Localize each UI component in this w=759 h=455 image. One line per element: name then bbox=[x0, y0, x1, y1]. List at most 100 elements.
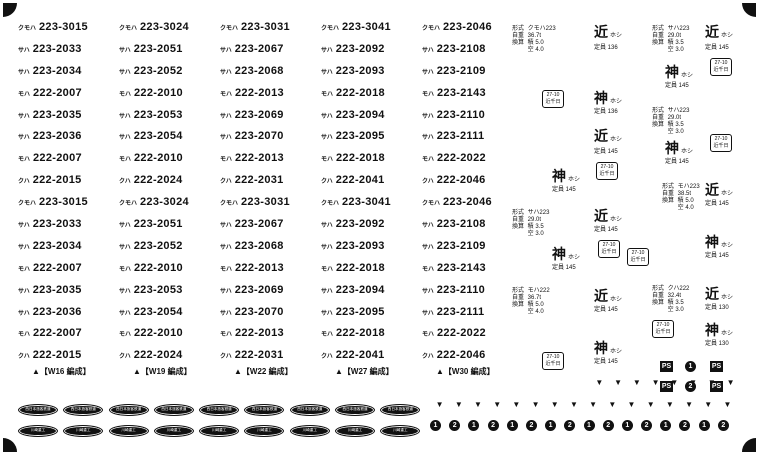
car-number-value: 222-2018 bbox=[336, 327, 385, 340]
car-type-prefix: サハ bbox=[321, 244, 333, 251]
ps-mark-group: PS 1 PS PS 2 PS bbox=[660, 356, 740, 396]
triangle-mark: ▼ bbox=[670, 378, 679, 387]
car-type-prefix: モハ bbox=[119, 266, 132, 273]
car-type-prefix: モハ bbox=[220, 157, 233, 164]
car-number-value: 223-2110 bbox=[436, 283, 486, 296]
car-type-prefix: モハ bbox=[321, 266, 334, 273]
car-position-number: 1 bbox=[545, 420, 557, 431]
car-number-value: 223-2069 bbox=[234, 108, 284, 121]
capacity-label: 定員 136 bbox=[594, 45, 618, 51]
car-type-prefix: サハ bbox=[422, 310, 434, 317]
car-number-value: 223-2052 bbox=[133, 239, 183, 252]
car-number-value: 223-3015 bbox=[39, 20, 88, 33]
ps-mark: PS bbox=[660, 380, 673, 392]
car-type-prefix: モハ bbox=[220, 332, 233, 339]
ps-row: PS 2 PS bbox=[660, 376, 740, 396]
car-number-value: 223-2095 bbox=[335, 130, 385, 143]
triangle-mark: ▼ bbox=[704, 400, 713, 409]
car-type-prefix: クハ bbox=[119, 179, 131, 186]
car-type-prefix: モハ bbox=[18, 332, 31, 339]
car-type-prefix: サハ bbox=[220, 113, 232, 120]
car-number-value: 222-2010 bbox=[134, 261, 183, 274]
triangle-mark: ▼ bbox=[646, 400, 655, 409]
formation-labels: ▲【W16 編成】▲【W19 編成】▲【W22 編成】▲【W27 編成】▲【W3… bbox=[18, 366, 523, 377]
car-number-value: 223-2035 bbox=[32, 108, 82, 121]
car-position-number: 1 bbox=[468, 420, 480, 431]
car-number-value: 223-3031 bbox=[241, 196, 290, 209]
builder-plate-ovals: 西日本旅客鉄道西日本旅客鉄道西日本旅客鉄道西日本旅客鉄道西日本旅客鉄道西日本旅客… bbox=[18, 399, 428, 441]
car-type-prefix: クモハ bbox=[422, 201, 441, 208]
triangle-mark: ▼ bbox=[531, 400, 540, 409]
car-type-prefix: モハ bbox=[119, 157, 132, 164]
car-number-value: 222-2007 bbox=[33, 152, 82, 165]
corner-mark-top-right bbox=[742, 3, 756, 17]
car-type-prefix: モハ bbox=[321, 332, 334, 339]
car-type-prefix: クハ bbox=[321, 354, 333, 361]
depot-kin-mark: 近ホシ bbox=[705, 182, 734, 198]
car-type-prefix: モハ bbox=[422, 91, 435, 98]
car-number-value: 223-2067 bbox=[234, 42, 284, 55]
car-number-value: 223-2033 bbox=[32, 217, 82, 230]
car-type-prefix: サハ bbox=[119, 244, 131, 251]
operator-plate: 西日本旅客鉄道 bbox=[18, 403, 58, 416]
triangle-mark: ▼ bbox=[550, 400, 559, 409]
car-type-prefix: サハ bbox=[18, 222, 30, 229]
car-type-prefix: クモハ bbox=[220, 201, 239, 208]
builder-plate: 川崎重工 bbox=[380, 424, 421, 437]
car-type-prefix: サハ bbox=[321, 310, 333, 317]
corner-mark-top-left bbox=[3, 3, 17, 17]
capacity-label: 定員 145 bbox=[705, 253, 729, 259]
triangle-mark: ▼ bbox=[569, 400, 578, 409]
triangle-mark: ▼ bbox=[685, 400, 693, 409]
car-type-prefix: クモハ bbox=[18, 201, 37, 208]
car-number-value: 223-3015 bbox=[39, 196, 88, 209]
car-type-prefix: サハ bbox=[422, 244, 434, 251]
car-number-value: 223-2108 bbox=[436, 42, 486, 55]
car-number-value: 223-2111 bbox=[436, 305, 485, 318]
car-number-value: 223-2143 bbox=[437, 86, 486, 99]
car-number-value: 223-2046 bbox=[443, 196, 492, 209]
triangle-marks-row: ▼▼▼▼▼▼▼▼ bbox=[590, 378, 740, 387]
car-type-prefix: サハ bbox=[18, 69, 30, 76]
car-type-prefix: クモハ bbox=[119, 25, 138, 32]
car-number-value: 222-2013 bbox=[235, 152, 284, 165]
car-position-number: 1 bbox=[698, 420, 710, 431]
capacity-label: 定員 145 bbox=[594, 149, 618, 155]
car-type-prefix: サハ bbox=[18, 310, 30, 317]
capacity-label: 定員 145 bbox=[594, 307, 618, 313]
triangle-mark: ▼ bbox=[589, 400, 598, 409]
car-number-value: 223-2069 bbox=[234, 283, 284, 296]
car-type-prefix: モハ bbox=[220, 266, 233, 273]
car-type-prefix: サハ bbox=[18, 113, 30, 120]
